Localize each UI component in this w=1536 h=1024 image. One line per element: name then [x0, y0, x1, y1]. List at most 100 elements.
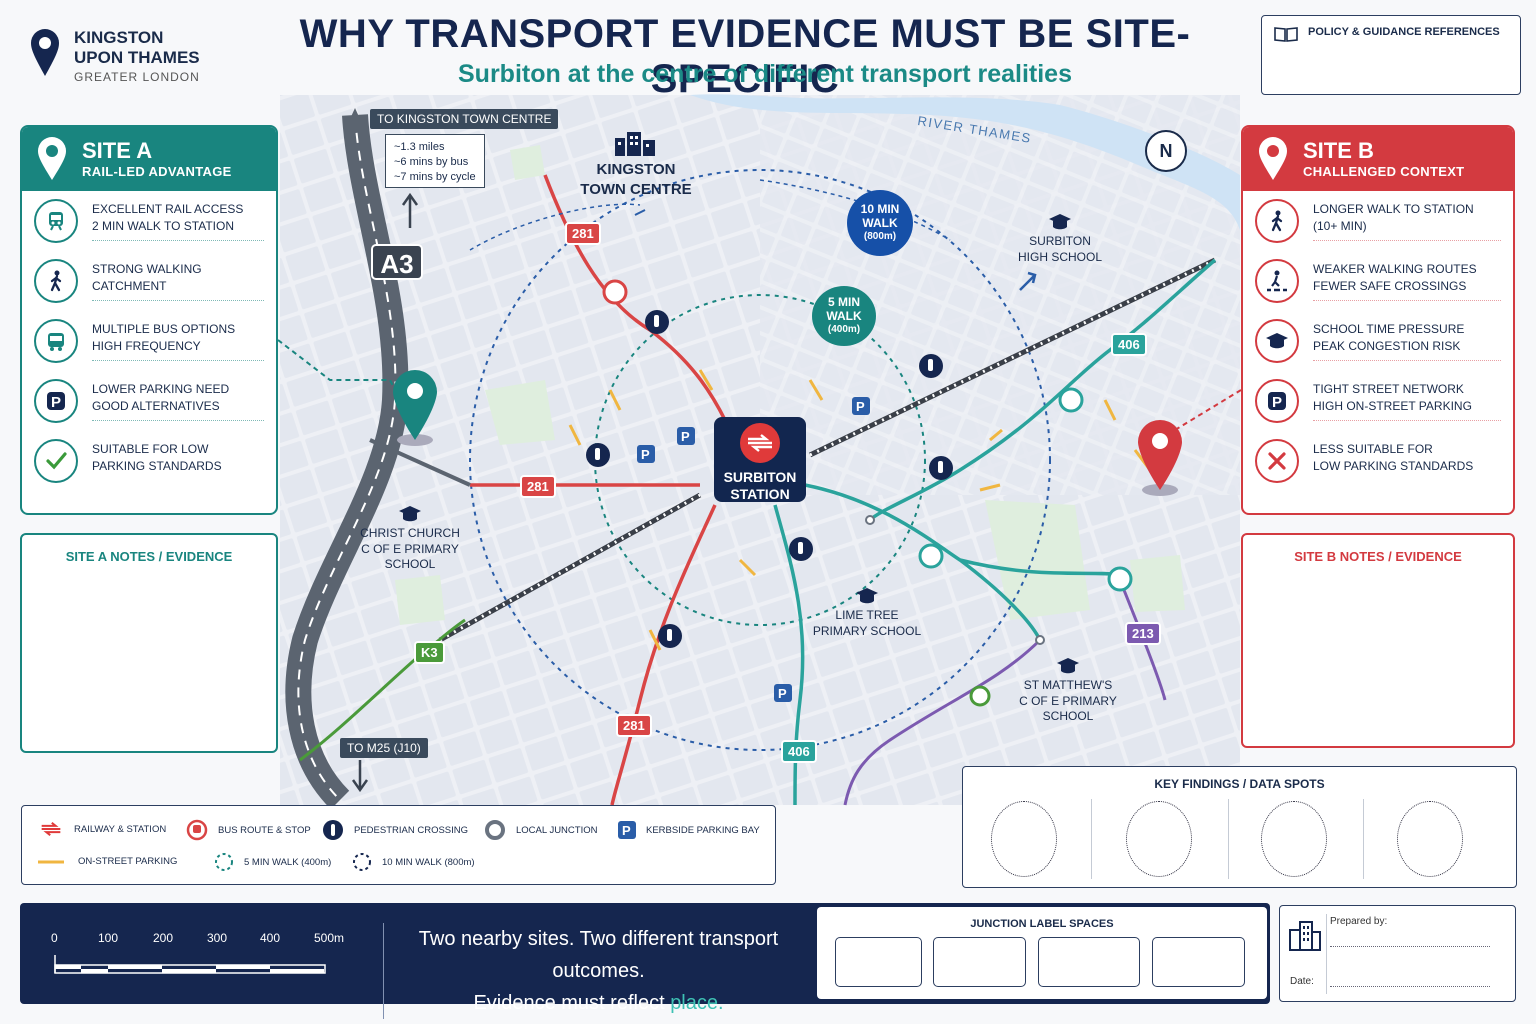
- pedestrian-crossing-icons: [586, 310, 953, 648]
- feature-line1: TIGHT STREET NETWORK: [1313, 381, 1464, 396]
- site-b-header: SITE B CHALLENGED CONTEXT: [1243, 127, 1513, 191]
- bus-route-k3: [299, 618, 466, 762]
- school-line2: PRIMARY SCHOOL: [812, 623, 922, 638]
- svg-text:P: P: [641, 447, 650, 462]
- pedestrian-crossing-icon: [323, 820, 343, 840]
- on-street-parking-icon: [38, 860, 64, 863]
- policy-references-label: POLICY & GUIDANCE REFERENCES: [1308, 26, 1500, 38]
- legend-walk5: 5 MIN WALK (400m): [214, 852, 331, 872]
- feature-line1: EXCELLENT RAIL ACCESS: [92, 201, 244, 216]
- parking-icon: P: [34, 379, 78, 423]
- key-message-line1: Two nearby sites. Two different transpor…: [418, 928, 779, 982]
- station-line1: SURBITON: [723, 469, 797, 485]
- st-matthews-school-label: ST MATTHEW'S C OF E PRIMARY SCHOOL: [1013, 656, 1123, 725]
- scale-tick: 100: [98, 931, 119, 945]
- site-a-pin: [393, 370, 437, 446]
- legend-junction: LOCAL JUNCTION: [484, 819, 597, 841]
- feature-line2: GOOD ALTERNATIVES: [92, 398, 220, 413]
- junction-label-box[interactable]: [1152, 937, 1245, 987]
- school-line3: SCHOOL: [1042, 709, 1094, 724]
- legend-walk10: 10 MIN WALK (800m): [352, 852, 475, 872]
- svg-text:P: P: [681, 429, 690, 444]
- school-line2: C OF E PRIMARY: [361, 541, 459, 556]
- scale-tick: 400: [260, 931, 281, 945]
- site-b-notes-box[interactable]: SITE B NOTES / EVIDENCE: [1241, 533, 1515, 748]
- site-a-feature-walking: STRONG WALKING CATCHMENT: [22, 251, 276, 311]
- feature-line2: LOW PARKING STANDARDS: [1313, 459, 1474, 473]
- graduation-cap-icon: [1049, 214, 1071, 230]
- scale-bar-graphic: [54, 955, 326, 974]
- prepared-by-field[interactable]: [1330, 946, 1490, 947]
- parking-icon: P: [618, 821, 636, 839]
- svg-text:P: P: [778, 686, 787, 701]
- junction-label-spaces: JUNCTION LABEL SPACES: [817, 907, 1267, 999]
- feature-line2: HIGH ON-STREET PARKING: [1313, 398, 1472, 413]
- data-spot[interactable]: [1126, 801, 1192, 877]
- site-b-feature-parking: P TIGHT STREET NETWORK HIGH ON-STREET PAR…: [1243, 371, 1513, 431]
- graduation-cap-icon: [399, 506, 421, 522]
- graduation-cap-icon: [856, 588, 878, 604]
- distance-text: ~1.3 miles: [394, 141, 445, 153]
- feature-line1: LONGER WALK TO STATION: [1313, 201, 1474, 216]
- site-a-notes-box[interactable]: SITE A NOTES / EVIDENCE: [20, 533, 278, 753]
- scale-tick: 300: [207, 931, 228, 945]
- location-pin-icon: [1259, 137, 1287, 180]
- feature-line1: STRONG WALKING: [92, 261, 202, 276]
- station-line2: STATION: [730, 485, 790, 502]
- data-spot[interactable]: [1261, 801, 1327, 877]
- legend-crossing-label: PEDESTRIAN CROSSING: [354, 824, 469, 836]
- school-line1: LIME TREE: [835, 608, 899, 622]
- route-281-badge: 281: [520, 475, 556, 498]
- pedestrian-crossing-icon: [1255, 259, 1299, 303]
- cycle-time-text: ~7 mins by cycle: [394, 170, 476, 183]
- route-406-badge: 406: [1111, 333, 1147, 356]
- feature-line1: MULTIPLE BUS OPTIONS: [92, 321, 236, 336]
- feature-line1: WEAKER WALKING ROUTES: [1313, 261, 1477, 276]
- divider: [1363, 799, 1364, 879]
- scale-tick: 200: [153, 931, 174, 945]
- legend-railway-label: RAILWAY & STATION: [74, 823, 167, 835]
- kingston-line1: KINGSTON: [596, 161, 676, 178]
- train-icon: [34, 199, 78, 243]
- legend-parking: P KERBSIDE PARKING BAY: [618, 821, 760, 839]
- surbiton-station[interactable]: SURBITON STATION: [714, 417, 806, 502]
- kingston-town-centre-label: KINGSTON TOWN CENTRE: [574, 130, 698, 199]
- lime-tree-school-label: LIME TREE PRIMARY SCHOOL: [812, 586, 922, 639]
- data-spot[interactable]: [991, 801, 1057, 877]
- school-line2: C OF E PRIMARY: [1019, 693, 1117, 708]
- national-rail-icon: [41, 822, 61, 836]
- date-field[interactable]: [1330, 986, 1490, 987]
- site-a-header: SITE A RAIL-LED ADVANTAGE: [22, 127, 276, 191]
- junction-label-box[interactable]: [835, 937, 922, 987]
- junction-label-box[interactable]: [933, 937, 1026, 987]
- legend-on-street: ON-STREET PARKING: [38, 856, 177, 867]
- park: [485, 380, 555, 445]
- walk5-line3: (400m): [827, 324, 861, 336]
- svg-text:P: P: [1272, 394, 1282, 411]
- feature-line2: CATCHMENT: [92, 278, 167, 293]
- site-a-panel: SITE A RAIL-LED ADVANTAGE EXCELLENT RAIL…: [20, 125, 278, 515]
- data-spot[interactable]: [1397, 801, 1463, 877]
- north-arrow-icon: N: [1145, 130, 1187, 172]
- school-line1: SURBITON: [1029, 234, 1091, 248]
- school-line3: SCHOOL: [384, 557, 436, 572]
- feature-line2: PARKING STANDARDS: [92, 459, 222, 473]
- national-rail-icon: [740, 423, 780, 463]
- walk10-line2: WALK: [862, 216, 898, 231]
- legend-on-street-label: ON-STREET PARKING: [78, 856, 178, 867]
- junction-label-box[interactable]: [1038, 937, 1140, 987]
- walking-person-icon: [1255, 199, 1299, 243]
- legend-walk10-label: 10 MIN WALK (800m): [382, 856, 475, 868]
- christ-church-school-label: CHRIST CHURCH C OF E PRIMARY SCHOOL: [355, 504, 465, 573]
- site-a-subtitle: RAIL-LED ADVANTAGE: [82, 163, 232, 179]
- school-line1: CHRIST CHURCH: [360, 526, 460, 540]
- legend-crossing: PEDESTRIAN CROSSING: [322, 819, 468, 841]
- site-b-panel: SITE B CHALLENGED CONTEXT LONGER WALK TO…: [1241, 125, 1515, 515]
- bus-stop-icons: [602, 279, 1133, 707]
- walk10-line1: 10 MIN: [860, 202, 900, 217]
- route-k3-badge: K3: [414, 641, 445, 664]
- route-213-badge: 213: [1125, 622, 1161, 645]
